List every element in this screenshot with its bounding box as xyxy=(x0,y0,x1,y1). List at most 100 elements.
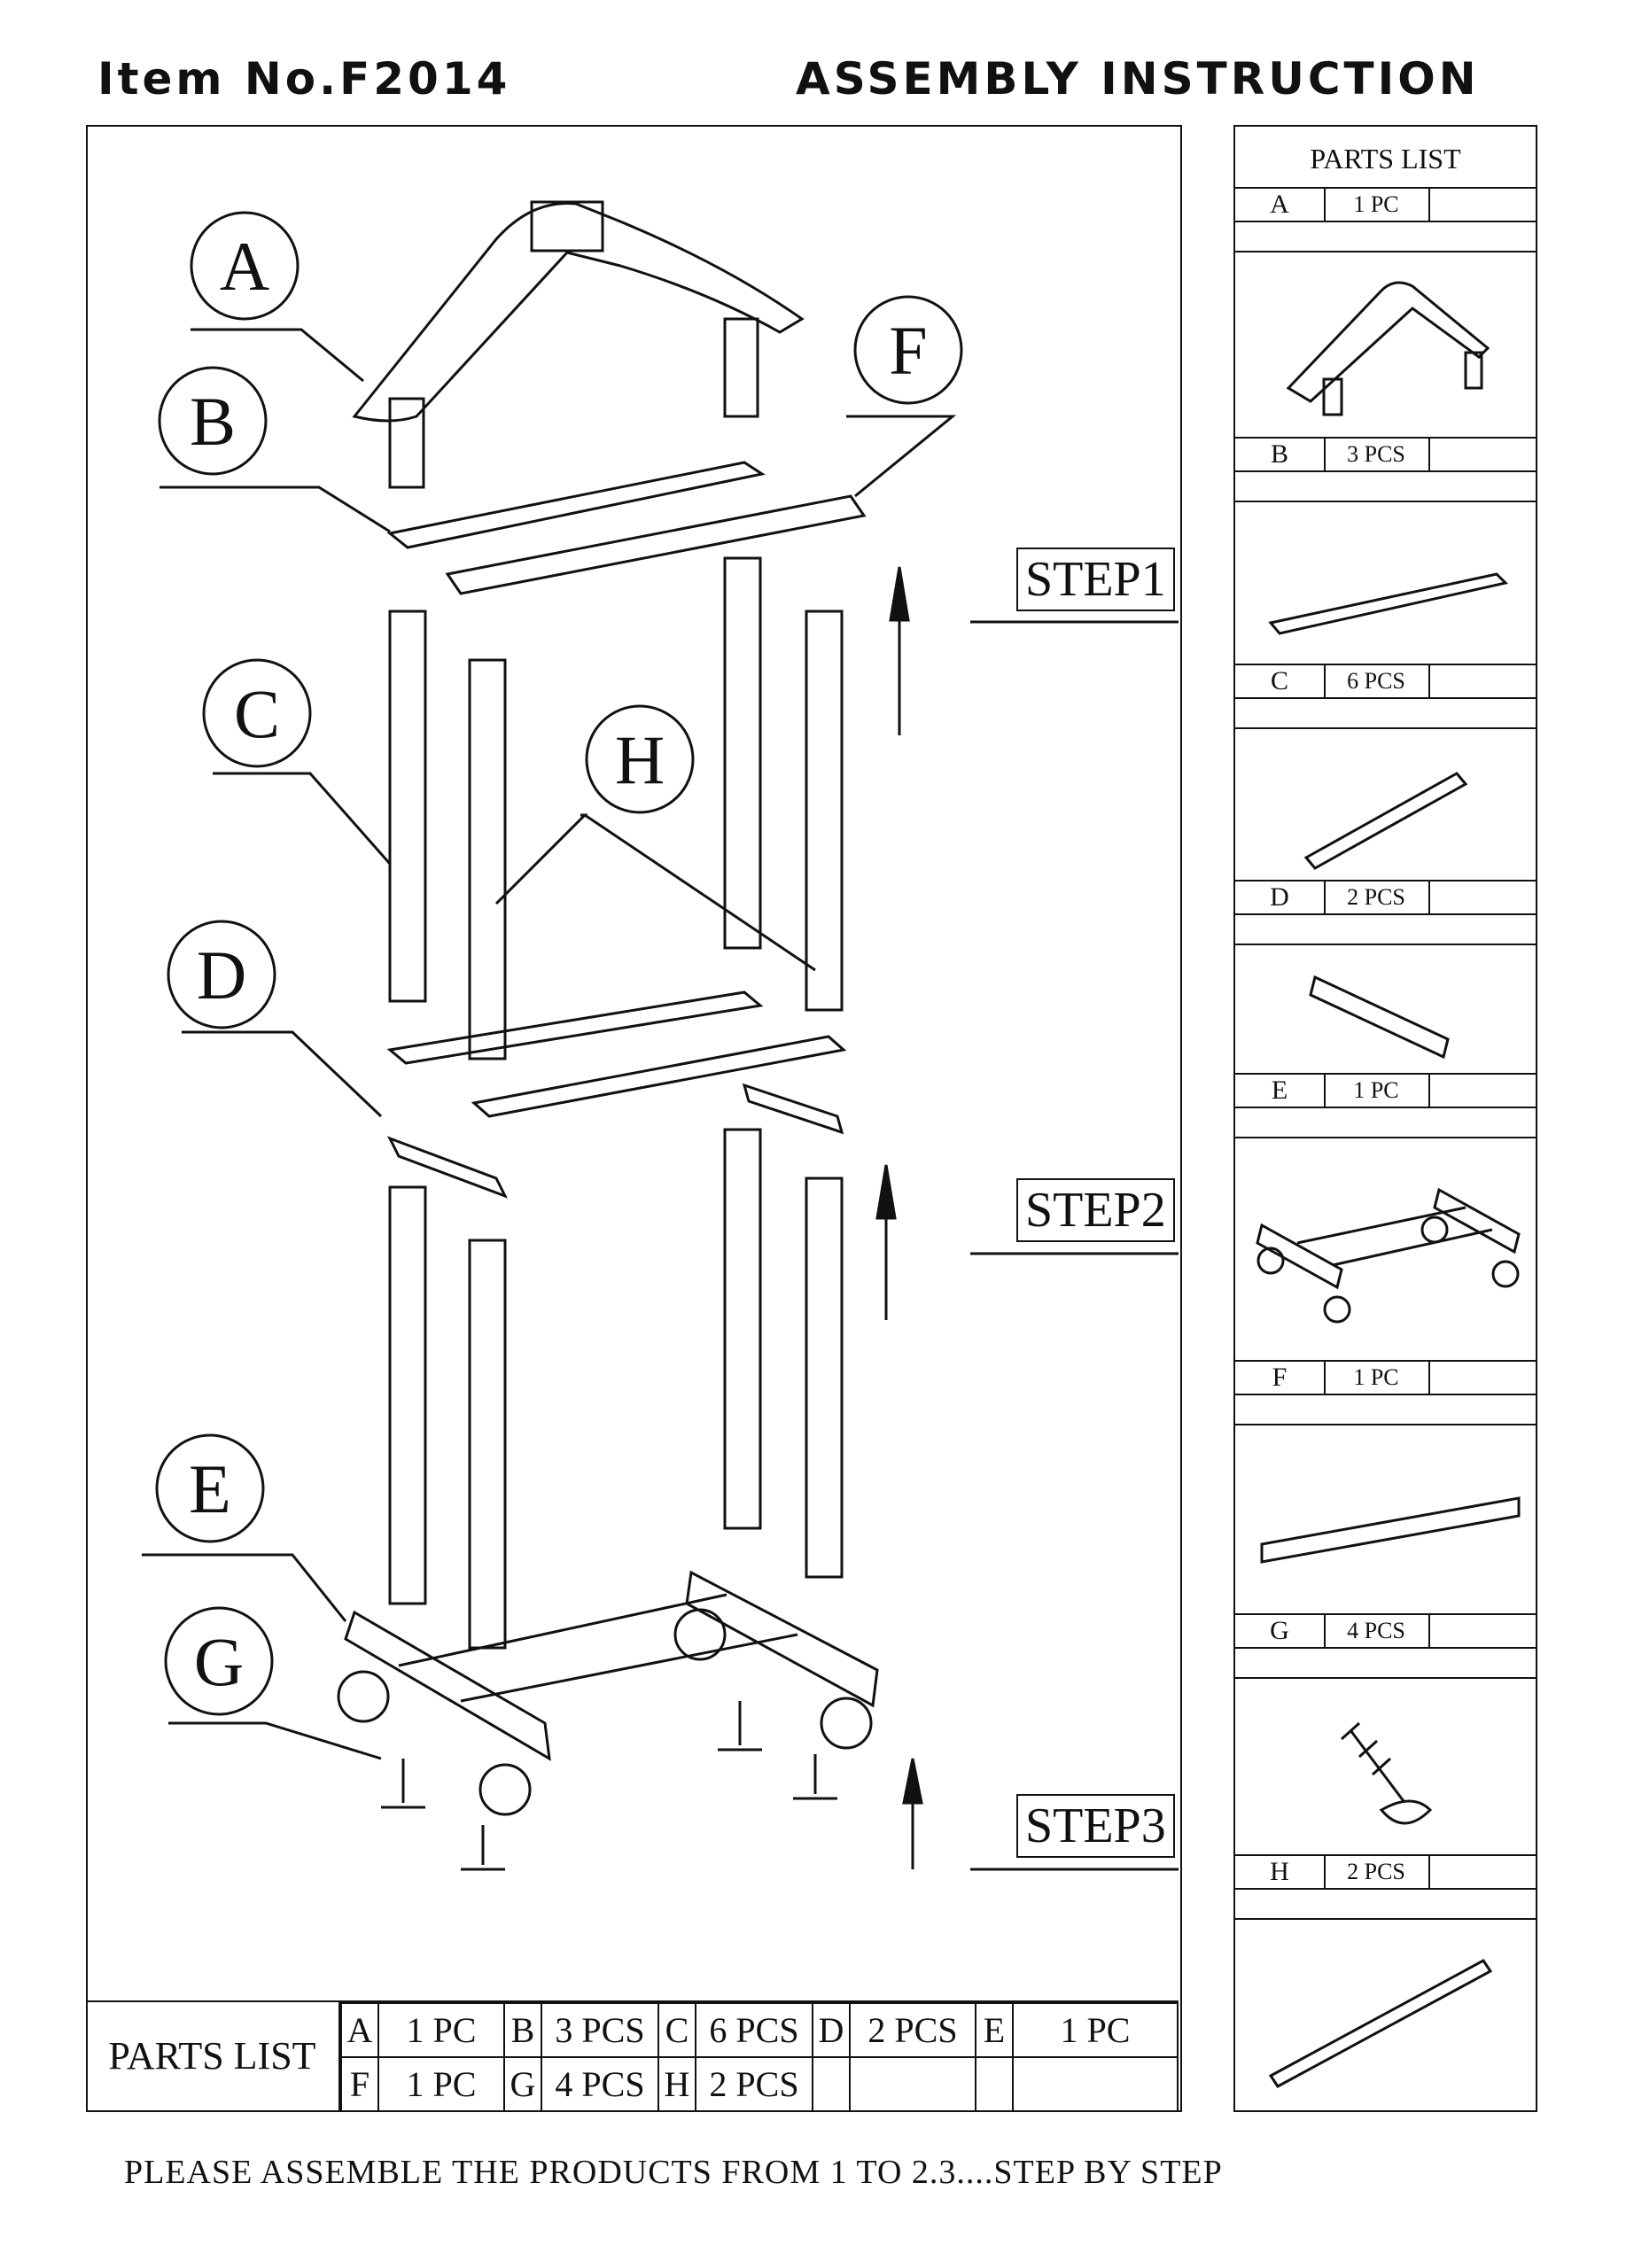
bottom-letter: F xyxy=(340,2056,379,2112)
column-upper-3 xyxy=(723,556,762,950)
assembly-diagram-frame xyxy=(86,125,1182,2112)
bar-f-top xyxy=(445,494,867,595)
plate-thumbnail xyxy=(1309,975,1450,1060)
side-item-d: D 2 PCS xyxy=(1235,880,1536,915)
bottom-qty: 3 PCS xyxy=(541,2002,659,2058)
side-item-g: G 4 PCS xyxy=(1235,1613,1536,1649)
bottom-qty: 6 PCS xyxy=(695,2002,813,2058)
bottom-letter: E xyxy=(975,2002,1014,2058)
hanger-post-right xyxy=(723,317,759,418)
caster-4 xyxy=(820,1697,873,1750)
side-item-a: A 1 PC xyxy=(1235,187,1536,222)
bottom-parts-list: PARTS LIST A 1 PC B 3 PCS C 6 PCS D 2 PC… xyxy=(86,2000,1179,2112)
bottom-letter xyxy=(812,2056,851,2112)
hanger-thumbnail xyxy=(1286,281,1490,416)
bottom-qty xyxy=(849,2056,976,2112)
column-upper-1 xyxy=(388,610,427,1003)
callout-h: H xyxy=(615,721,665,798)
caster-3 xyxy=(673,1608,727,1661)
side-divider xyxy=(1235,1424,1536,1425)
bolt-thumbnail xyxy=(1340,1721,1433,1825)
side-item-letter: B xyxy=(1235,439,1326,470)
side-divider xyxy=(1235,727,1536,729)
rail-thumbnail xyxy=(1260,1496,1521,1564)
side-parts-list: PARTS LIST A 1 PC B 3 PCS C 6 PCS D 2 PC… xyxy=(1233,125,1537,2112)
bottom-qty: 1 PC xyxy=(377,2056,505,2112)
side-item-letter: E xyxy=(1235,1075,1326,1107)
bottom-letter: D xyxy=(812,2002,851,2058)
callout-a: A xyxy=(220,228,269,305)
side-item-qty: 3 PCS xyxy=(1324,439,1430,470)
side-item-b: B 3 PCS xyxy=(1235,437,1536,472)
callout-f: F xyxy=(889,312,927,389)
bolt-1 xyxy=(381,1759,425,1809)
side-item-qty: 2 PCS xyxy=(1324,882,1430,913)
document-title: ASSEMBLY INSTRUCTION xyxy=(796,53,1480,105)
bottom-letter: H xyxy=(657,2056,696,2112)
plate-d-right xyxy=(742,1083,844,1135)
caster-2 xyxy=(478,1763,532,1816)
bottom-qty: 1 PC xyxy=(377,2002,505,2058)
side-divider xyxy=(1235,501,1536,502)
bottom-letter: A xyxy=(340,2002,379,2058)
caster-1 xyxy=(337,1670,390,1723)
bolt-3 xyxy=(718,1701,762,1751)
callout-d: D xyxy=(197,936,246,1014)
column-upper-2 xyxy=(468,658,507,1060)
bottom-letter: B xyxy=(503,2002,542,2058)
column-thumbnail xyxy=(1303,772,1468,870)
hanger-post-left xyxy=(388,397,425,489)
side-item-letter: A xyxy=(1235,189,1326,221)
bolt-4 xyxy=(793,1754,837,1800)
side-item-qty: 2 PCS xyxy=(1324,1856,1430,1888)
step-2-label: STEP2 xyxy=(1016,1178,1175,1242)
side-divider xyxy=(1235,1677,1536,1679)
bottom-qty: 1 PC xyxy=(1012,2002,1179,2058)
base-thumbnail xyxy=(1256,1187,1521,1324)
plate-d-left xyxy=(386,1136,509,1199)
callout-e: E xyxy=(189,1450,231,1527)
step-1-label: STEP1 xyxy=(1016,548,1175,611)
hanger-part xyxy=(352,202,805,423)
side-parts-list-title: PARTS LIST xyxy=(1310,143,1461,175)
side-item-letter: F xyxy=(1235,1362,1326,1394)
bottom-qty: 2 PCS xyxy=(695,2056,813,2112)
column-upper-4 xyxy=(805,610,844,1012)
column-lower-1 xyxy=(388,1185,427,1605)
bottom-qty: 4 PCS xyxy=(541,2056,659,2112)
side-item-c: C 6 PCS xyxy=(1235,664,1536,699)
column-lower-3 xyxy=(723,1128,762,1530)
spindle-thumbnail xyxy=(1268,1959,1493,2088)
side-divider xyxy=(1235,1918,1536,1920)
bottom-qty: 2 PCS xyxy=(849,2002,976,2058)
bar-thumbnail xyxy=(1268,572,1508,635)
callout-c: C xyxy=(234,675,280,752)
callout-g: G xyxy=(194,1623,244,1700)
bottom-parts-list-title: PARTS LIST xyxy=(86,2002,340,2110)
side-item-qty: 4 PCS xyxy=(1324,1615,1430,1647)
column-lower-2 xyxy=(468,1239,507,1650)
callout-b: B xyxy=(190,383,236,460)
side-item-letter: C xyxy=(1235,665,1326,697)
bolt-2 xyxy=(461,1825,505,1871)
bottom-letter: C xyxy=(657,2002,696,2058)
bar-b-middle-1 xyxy=(386,990,764,1065)
item-number: Item No.F2014 xyxy=(97,53,511,105)
side-item-h: H 2 PCS xyxy=(1235,1854,1536,1890)
bottom-qty xyxy=(1012,2056,1179,2112)
side-divider xyxy=(1235,944,1536,945)
bottom-letter xyxy=(975,2056,1014,2112)
base-frame xyxy=(344,1570,879,1761)
side-item-qty: 1 PC xyxy=(1324,189,1430,221)
side-item-f: F 1 PC xyxy=(1235,1360,1536,1395)
footer-note: PLEASE ASSEMBLE THE PRODUCTS FROM 1 TO 2… xyxy=(124,2154,1223,2191)
bar-b-middle-2 xyxy=(471,1035,847,1118)
side-item-qty: 6 PCS xyxy=(1324,665,1430,697)
side-item-letter: D xyxy=(1235,882,1326,913)
column-lower-4 xyxy=(805,1177,844,1579)
side-item-letter: H xyxy=(1235,1856,1326,1888)
side-divider xyxy=(1235,251,1536,252)
side-item-letter: G xyxy=(1235,1615,1326,1647)
side-divider xyxy=(1235,1137,1536,1138)
bottom-parts-table: A 1 PC B 3 PCS C 6 PCS D 2 PCS E 1 PC F … xyxy=(340,2002,1179,2112)
